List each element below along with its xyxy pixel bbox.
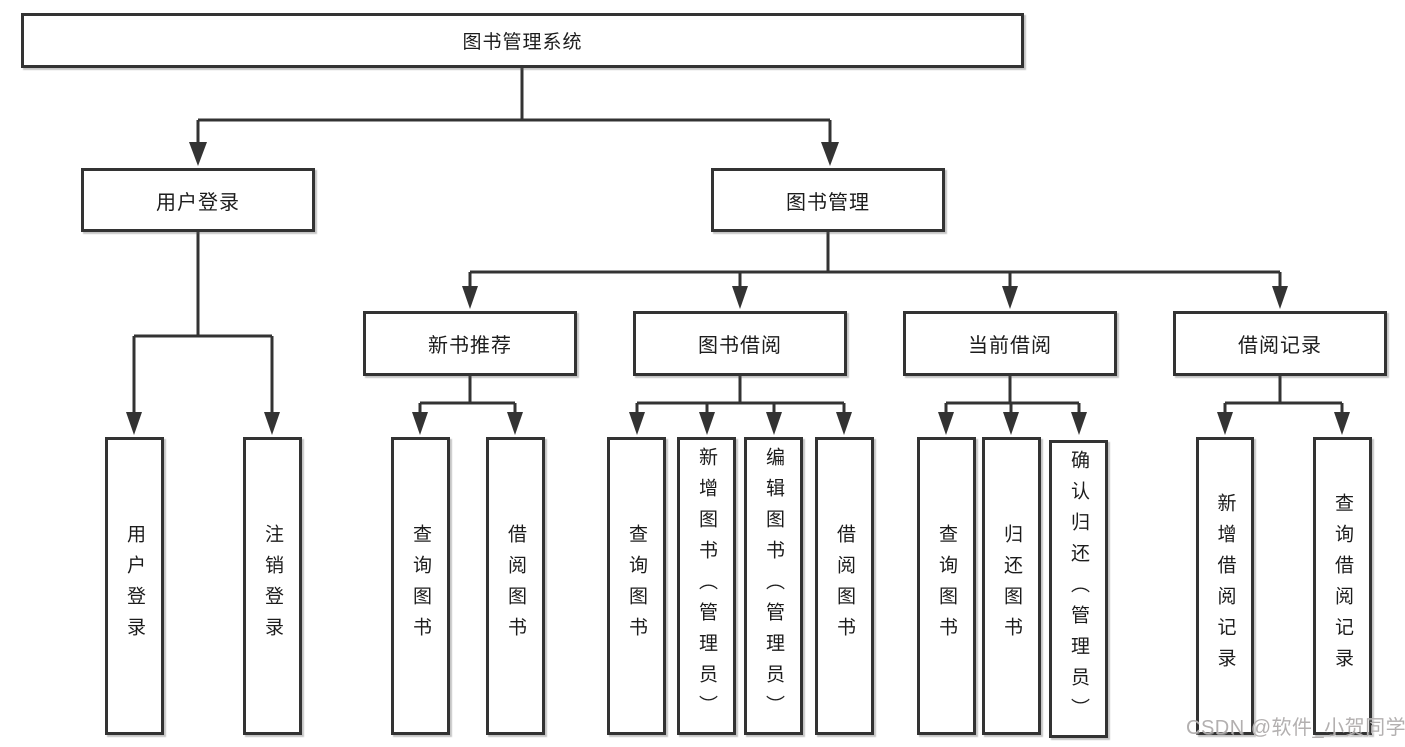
connector-current-borrow-children — [938, 376, 1087, 435]
arrowhead-add-borrow-record — [1217, 412, 1233, 435]
node-new-book-recommend: 新书推荐 — [363, 311, 577, 376]
node-user-login: 用户登录 — [81, 168, 315, 232]
arrowhead-borrow-books-a — [507, 412, 523, 435]
node-logout-leaf: 注销登录 — [243, 437, 302, 735]
arrowhead-edit-book — [766, 412, 782, 435]
node-edit-book-admin: 编辑图书（管理员） — [744, 437, 803, 735]
arrowhead-query-books-b — [629, 412, 645, 435]
node-current-borrow: 当前借阅 — [903, 311, 1117, 376]
connector-new-book-children — [412, 376, 523, 435]
arrowhead-logout-leaf — [264, 412, 280, 435]
arrowhead-confirm-return — [1071, 412, 1087, 435]
node-query-books-b: 查询图书 — [607, 437, 666, 735]
arrowhead-borrow-records — [1272, 286, 1288, 309]
node-borrow-books-a: 借阅图书 — [486, 437, 545, 735]
node-borrow-books-b: 借阅图书 — [815, 437, 874, 735]
arrowhead-borrow-books-b — [836, 412, 852, 435]
arrowhead-user-login — [189, 142, 207, 166]
connector-borrow-records-children — [1217, 376, 1350, 435]
node-query-borrow-record: 查询借阅记录 — [1313, 437, 1372, 735]
arrowhead-query-books-a — [412, 412, 428, 435]
node-confirm-return-admin: 确认归还（管理员） — [1049, 440, 1108, 738]
node-add-borrow-record: 新增借阅记录 — [1196, 437, 1254, 735]
node-query-books-a: 查询图书 — [391, 437, 450, 735]
node-user-login-leaf: 用户登录 — [105, 437, 164, 735]
arrowhead-add-book — [699, 412, 715, 435]
node-query-books-c: 查询图书 — [917, 437, 976, 735]
arrowhead-return-book — [1003, 412, 1019, 435]
node-return-book: 归还图书 — [982, 437, 1041, 735]
arrowhead-book-borrow — [732, 286, 748, 309]
node-borrow-records: 借阅记录 — [1173, 311, 1387, 376]
connector-book-management-children — [462, 232, 1288, 309]
arrowhead-current-borrow — [1002, 286, 1018, 309]
connector-root-to-level2 — [189, 68, 839, 166]
csdn-watermark: CSDN @软件_小贺同学 — [1186, 717, 1405, 739]
node-book-management: 图书管理 — [711, 168, 945, 232]
arrowhead-query-borrow-record — [1334, 412, 1350, 435]
node-add-book-admin: 新增图书（管理员） — [677, 437, 736, 735]
connector-user-login-children — [126, 232, 280, 435]
connector-book-borrow-children — [629, 376, 852, 435]
node-book-borrow: 图书借阅 — [633, 311, 847, 376]
arrowhead-query-books-c — [938, 412, 954, 435]
arrowhead-login-leaf — [126, 412, 142, 435]
node-root: 图书管理系统 — [21, 13, 1024, 68]
arrowhead-new-book — [462, 286, 478, 309]
arrowhead-book-management — [821, 142, 839, 166]
